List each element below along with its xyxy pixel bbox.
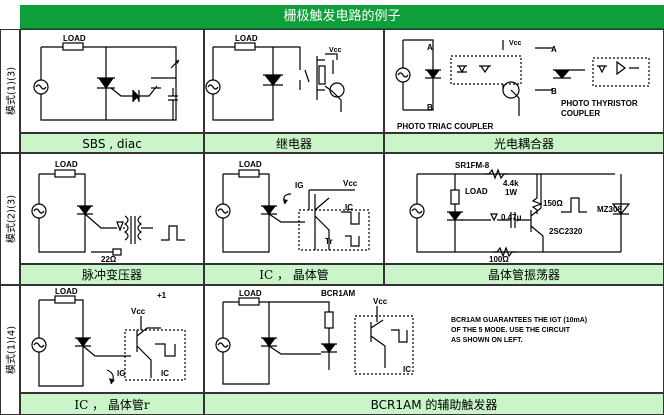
circuit-ic-transistor-1: LOAD IG Vcc IC Tr xyxy=(204,153,384,264)
vcc-label: Vcc xyxy=(373,297,388,306)
sr1fm-label: SR1FM-8 xyxy=(455,161,490,170)
mode-label-row1: 模式(1)(3) xyxy=(0,29,20,153)
vcc-label: Vcc xyxy=(509,40,522,47)
caption-optocoupler: 光电耦合器 xyxy=(384,133,664,153)
ic-label: IC xyxy=(403,365,411,374)
pulse-transformer-schematic: LOAD 22Ω xyxy=(31,160,185,264)
circuit-transistor-oscillator: SR1FM-8 LOAD 4.4k 1W 150Ω MZ308 0.47μ 2S… xyxy=(384,153,664,264)
circuit-relay: LOAD Vcc xyxy=(204,29,384,133)
bcr1am-aux-schematic: LOAD BCR1AM Vcc IC xyxy=(215,289,414,385)
circuit-ic-transistor-2: LOAD +1 Vcc IG IC xyxy=(20,285,204,393)
vcc-label: Vcc xyxy=(343,179,358,188)
title-banner: 栅极触发电路的例子 xyxy=(20,5,664,29)
load-label: LOAD xyxy=(55,287,78,296)
a-label-right: A xyxy=(551,45,557,54)
ic-transistor-2-schematic: LOAD +1 Vcc IG IC xyxy=(31,287,186,387)
a-label-left: A xyxy=(427,43,433,52)
load-label: LOAD xyxy=(239,289,262,298)
power-1w-label: 1W xyxy=(505,188,517,197)
resistor-100-label: 100Ω xyxy=(489,255,509,264)
load-label: LOAD xyxy=(235,34,258,43)
load-label: LOAD xyxy=(239,160,262,169)
caption-ic-transistor-1: IC ， 晶体管 xyxy=(204,264,384,285)
capacitor-047-label: 0.47μ xyxy=(501,213,522,222)
page-title: 栅极触发电路的例子 xyxy=(283,9,401,24)
caption-sbs-diac: SBS , diac xyxy=(20,133,204,153)
caption-relay: 继电器 xyxy=(204,133,384,153)
mode-label-row3: 模式(1)(4) xyxy=(0,285,20,415)
caption-ic-transistor-2: IC ， 晶体管r xyxy=(20,393,204,415)
vcc-label: Vcc xyxy=(329,47,342,54)
photo-thyristor-label: PHOTO THYRISTOR xyxy=(561,99,638,108)
optocoupler-schematic: A B Vcc A B PHOTO THYRISTOR COUPLER PHOT… xyxy=(395,39,650,131)
load-label: LOAD xyxy=(63,34,86,43)
circuit-pulse-transformer: LOAD 22Ω xyxy=(20,153,204,264)
transistor-2sc2320-label: 2SC2320 xyxy=(549,227,583,236)
caption-bcr1am-aux: BCR1AM 的辅助触发器 xyxy=(204,393,664,415)
vcc-label: Vcc xyxy=(131,307,146,316)
sbs-diac-schematic: LOAD xyxy=(33,34,180,121)
ic-transistor-1-schematic: LOAD IG Vcc IC Tr xyxy=(215,160,370,253)
bcr1am-label: BCR1AM xyxy=(321,289,356,298)
photo-triac-coupler-label: PHOTO TRIAC COUPLER xyxy=(397,122,494,131)
tr-label: Tr xyxy=(325,237,333,246)
b-label-right: B xyxy=(551,87,557,96)
ic-label: IC xyxy=(345,203,353,212)
caption-transistor-oscillator: 晶体管振荡器 xyxy=(384,264,664,285)
bcr1am-note-line2: OF THE 5 MODE. USE THE CIRCUIT xyxy=(451,327,571,334)
mode-1-3-text: 模式(1)(3) xyxy=(6,66,18,116)
ic-label: IC xyxy=(161,369,169,378)
resistor-22-label: 22Ω xyxy=(101,255,117,264)
resistor-4k4-label: 4.4k xyxy=(503,179,519,188)
bcr1am-note-line3: AS SHOWN ON LEFT. xyxy=(451,337,523,344)
mode-2-3-text: 模式(2)(3) xyxy=(6,194,18,244)
caption-pulse-transformer: 脉冲变压器 xyxy=(20,264,204,285)
transistor-oscillator-schematic: SR1FM-8 LOAD 4.4k 1W 150Ω MZ308 0.47μ 2S… xyxy=(409,161,631,264)
circuit-optocoupler: A B Vcc A B PHOTO THYRISTOR COUPLER PHOT… xyxy=(384,29,664,133)
circuit-bcr1am-aux: LOAD BCR1AM Vcc IC BCR1AM GUARANTEES THE… xyxy=(204,285,664,393)
mz308-label: MZ308 xyxy=(597,205,622,214)
circuit-sbs-diac: LOAD xyxy=(20,29,204,133)
ig-label: IG xyxy=(295,181,303,190)
load-label: LOAD xyxy=(55,160,78,169)
ig-label: IG xyxy=(117,369,125,378)
relay-schematic: LOAD Vcc xyxy=(205,34,345,121)
photo-thyristor-coupler-label: COUPLER xyxy=(561,109,600,118)
b-label-left: B xyxy=(427,103,433,112)
mode-1-4-text: 模式(1)(4) xyxy=(6,325,18,375)
bcr1am-note-line1: BCR1AM GUARANTEES THE IGT (10mA) xyxy=(451,317,588,324)
plus1-label: +1 xyxy=(157,291,167,300)
mode-label-row2: 模式(2)(3) xyxy=(0,153,20,285)
load-label: LOAD xyxy=(465,187,488,196)
resistor-150-label: 150Ω xyxy=(543,199,563,208)
